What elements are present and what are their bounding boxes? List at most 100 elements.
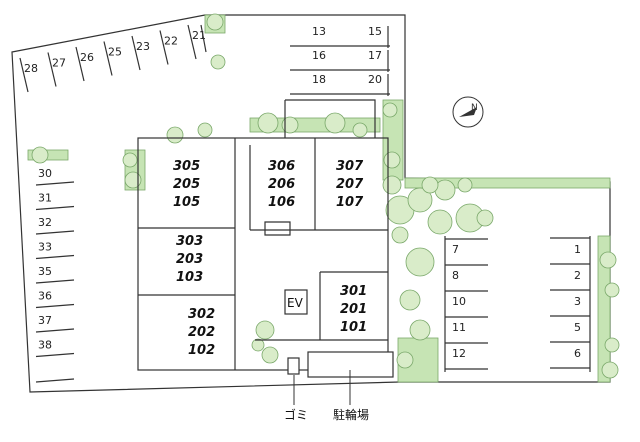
tree-icon xyxy=(251,338,265,352)
parking-slot-label: 11 xyxy=(452,321,466,334)
parking-slot-label: 32 xyxy=(38,216,52,229)
parking-slot-label: 31 xyxy=(38,192,52,205)
parking-divider xyxy=(200,24,207,53)
parking-divider xyxy=(131,35,141,71)
tree-icon xyxy=(604,337,620,353)
unit-305-stack: 305 205 105 xyxy=(173,159,200,210)
parking-divider xyxy=(159,30,169,65)
unit-number: 103 xyxy=(176,270,203,285)
unit-302-stack: 302 202 102 xyxy=(188,307,215,358)
tree-icon xyxy=(383,151,401,169)
parking-divider xyxy=(35,254,75,260)
unit-number: 107 xyxy=(336,195,364,210)
parking-slot-label: 10 xyxy=(452,295,466,308)
parking-divider xyxy=(35,230,75,235)
tree-icon xyxy=(405,247,435,277)
unit-number: 202 xyxy=(188,325,215,340)
site-boundary xyxy=(11,14,611,393)
parking-slot-label: 3 xyxy=(574,295,581,308)
unit-number: 106 xyxy=(268,195,295,210)
parking-slot-label: 37 xyxy=(38,314,52,327)
tree-icon xyxy=(261,346,279,364)
parking-divider xyxy=(19,57,29,93)
tree-icon xyxy=(257,112,279,134)
tree-icon xyxy=(31,146,49,164)
parking-slot-label: 33 xyxy=(38,241,52,254)
parking-slot-label: 35 xyxy=(38,265,52,278)
tree-icon xyxy=(391,226,409,244)
building xyxy=(137,99,389,371)
unit-number: 302 xyxy=(188,307,215,322)
unit-number: 206 xyxy=(268,177,295,192)
parking-slot-label: 1 xyxy=(574,243,581,256)
parking-divider xyxy=(35,181,75,186)
tree-icon xyxy=(399,289,421,311)
tree-icon xyxy=(604,282,620,298)
parking-divider xyxy=(35,328,75,333)
tree-icon xyxy=(122,152,138,168)
tree-icon xyxy=(457,177,473,193)
parking-slot-label: 30 xyxy=(38,167,52,180)
tree-icon xyxy=(281,116,299,134)
tree-icon xyxy=(407,187,433,213)
parking-divider xyxy=(103,41,113,76)
tree-icon xyxy=(599,251,617,269)
unit-number: 307 xyxy=(336,159,364,174)
parking-slot-label: 17 xyxy=(368,49,382,62)
parking-slot-label: 8 xyxy=(452,269,459,282)
north-arrow-icon: N xyxy=(452,96,484,128)
trees xyxy=(31,13,620,379)
parking-divider xyxy=(75,46,85,82)
parking-slot-label: 25 xyxy=(108,46,122,59)
tree-icon xyxy=(382,102,398,118)
parking-slot-label: 12 xyxy=(452,347,466,360)
unit-number: 201 xyxy=(340,302,367,317)
unit-number: 207 xyxy=(336,177,364,192)
unit-number: 203 xyxy=(176,252,203,267)
tree-icon xyxy=(197,122,213,138)
parking-slot-label: 28 xyxy=(24,62,38,75)
tree-icon xyxy=(255,320,275,340)
parking-slot-label: 6 xyxy=(574,347,581,360)
parking-slot-label: 15 xyxy=(368,25,382,38)
parking-row-east-outer: 1 2 3 5 6 xyxy=(550,236,591,372)
parking-divider xyxy=(35,303,75,309)
tree-icon xyxy=(210,54,226,70)
unit-303-stack: 303 203 103 xyxy=(176,234,203,285)
unit-number: 305 xyxy=(173,159,200,174)
parking-slot-label: 22 xyxy=(164,35,178,48)
unit-307-stack: 307 207 107 xyxy=(336,159,364,210)
garbage-label: ゴミ xyxy=(284,407,308,422)
unit-number: 301 xyxy=(340,284,367,299)
unit-number: 205 xyxy=(173,177,200,192)
elevator-label: EV xyxy=(287,296,304,310)
parking-slot-label: 26 xyxy=(80,51,94,64)
tree-icon xyxy=(352,122,368,138)
unit-number: 105 xyxy=(173,195,200,210)
svg-text:N: N xyxy=(471,103,478,113)
unit-number: 306 xyxy=(268,159,295,174)
parking-divider xyxy=(187,24,197,60)
tree-icon xyxy=(396,351,414,369)
parking-slot-label: 16 xyxy=(312,49,326,62)
unit-306-stack: 306 206 106 xyxy=(268,159,295,210)
tree-icon xyxy=(409,319,431,341)
parking-slot-label: 2 xyxy=(574,269,581,282)
tree-icon xyxy=(166,126,184,144)
garbage-area xyxy=(287,357,300,375)
parking-slot-label: 27 xyxy=(52,57,66,70)
parking-slot-label: 5 xyxy=(574,321,581,334)
tree-icon xyxy=(324,112,346,134)
parking-slot-label: 20 xyxy=(368,73,382,86)
tree-icon xyxy=(124,171,142,189)
parking-divider xyxy=(35,279,75,284)
tree-icon xyxy=(382,175,402,195)
tree-icon xyxy=(601,361,619,379)
unit-number: 303 xyxy=(176,234,203,249)
unit-number: 102 xyxy=(188,343,215,358)
tree-icon xyxy=(421,176,439,194)
